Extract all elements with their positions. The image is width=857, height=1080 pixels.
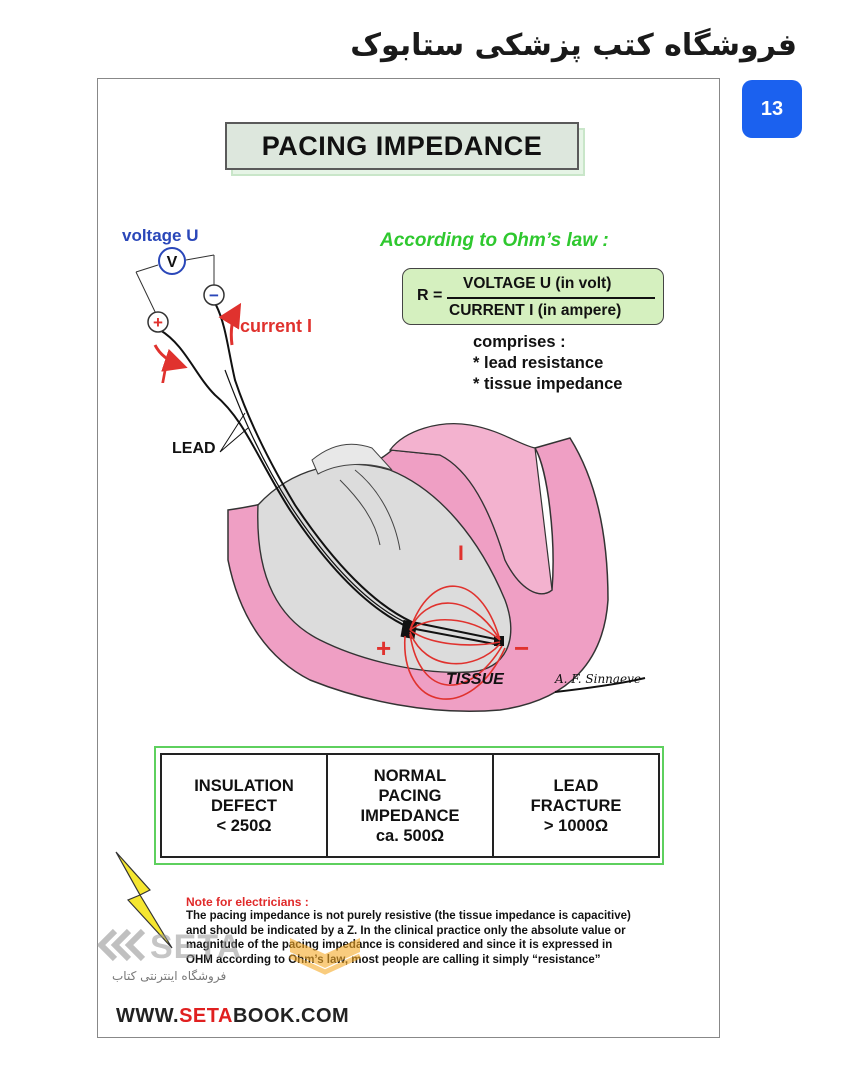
cell-line: PACING [378,786,442,805]
formula-numerator: VOLTAGE U (in volt) [463,275,612,292]
current-field-lines [404,585,506,700]
url-part-brand: SETA [179,1005,233,1027]
plus-terminal [147,311,169,333]
store-title: فروشگاه کتب پزشکی ستابوک [350,28,797,63]
url-part: WWW. [116,1005,180,1027]
watermark-logo-icon [288,938,362,975]
current-in-label: I [161,367,167,388]
cell-line: DEFECT [211,796,277,815]
formula-denominator: CURRENT I (in ampere) [449,302,622,319]
cell-line: NORMAL [373,766,447,785]
cell-line: FRACTURE [530,796,622,815]
plus-terminal-sign: + [153,313,163,332]
comprises-item: * lead resistance [473,354,604,372]
cell-insulation-defect: INSULATION DEFECT < 250Ω [162,755,328,856]
field-current-label: I [458,542,464,565]
note-title: Note for electricians : [186,895,309,909]
cell-line: IMPEDANCE [360,806,460,825]
impedance-table: INSULATION DEFECT < 250Ω NORMAL PACING I… [160,753,660,858]
cell-line: INSULATION [194,776,294,795]
tissue-label: TISSUE [446,671,504,688]
comprises-list: comprises : * lead resistance * tissue i… [473,332,622,395]
ring-electrode [400,619,418,640]
page-number-badge: 13 [742,80,802,138]
field-plus-sign: + [376,633,391,663]
minus-terminal [203,284,225,306]
watermark-chevrons-icon [96,928,146,962]
note-line: OHM according to Ohm’s law, most people … [186,953,601,966]
note-line: and should be indicated by a Z. In the c… [186,924,626,937]
watermark-store-text: فروشگاه اینترنتی کتاب [112,969,227,983]
tissue-flap-shape [388,423,553,595]
lead-wire-right [215,304,501,641]
cell-lead-fracture: LEAD FRACTURE > 1000Ω [494,755,658,856]
cell-value: < 250Ω [216,816,272,835]
impedance-table-border [154,746,664,865]
cell-normal-impedance: NORMAL PACING IMPEDANCE ca. 500Ω [328,755,494,856]
cell-value: ca. 500Ω [375,826,445,845]
ohm-law-heading: According to Ohm’s law : [380,230,609,251]
lead-wire-left [159,329,501,646]
note-text: The pacing impedance is not purely resis… [186,909,716,967]
current-in-arrow [153,344,188,372]
page-title: PACING IMPEDANCE [225,122,579,170]
title-block: PACING IMPEDANCE [225,122,585,176]
ohm-formula-box: R = VOLTAGE U (in volt) CURRENT I (in am… [402,268,664,325]
footer-url[interactable]: WWW.SETABOOK.COM [116,1005,349,1028]
comprises-item: * tissue impedance [473,375,623,393]
watermark-logo-text: SETA [150,928,243,966]
lightning-bolt-icon [115,851,173,949]
field-minus-sign: − [514,633,529,663]
formula-r: R = [417,287,443,304]
lead-label: LEAD [172,440,216,457]
voltmeter-symbol: V [167,254,178,271]
voltmeter-circle [158,247,186,275]
signature-underline [554,677,646,693]
tip-electrode [494,636,504,646]
voltage-label: voltage U [122,226,199,245]
voltmeter-wires [135,254,215,319]
note-line: magnitude of the pacing impedance is con… [186,939,613,951]
artist-signature: A. F. Sinnaeve [555,672,642,686]
fraction-line [447,297,655,299]
cell-line: LEAD [553,776,599,795]
current-out-arrow [218,302,242,346]
url-part: BOOK.COM [232,1005,350,1027]
comprises-heading: comprises : [473,333,566,351]
cell-value: > 1000Ω [543,816,609,835]
current-label: current I [240,316,313,336]
lead-pointer-lines [219,412,249,453]
minus-terminal-sign: − [209,286,219,305]
note-line: The pacing impedance is not purely resis… [186,910,631,922]
